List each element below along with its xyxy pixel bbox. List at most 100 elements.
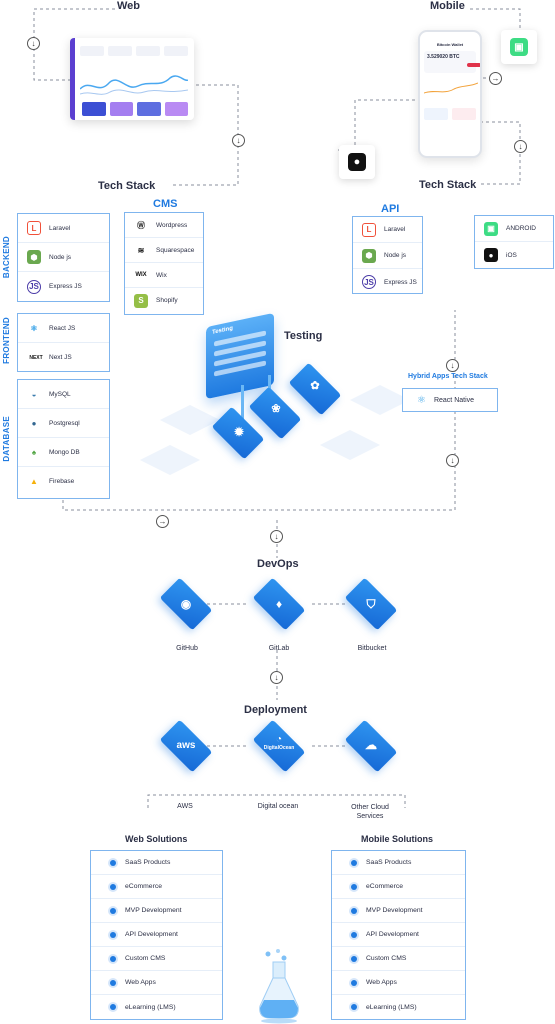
list-item: Web Apps [332,971,465,995]
list-item: ●Postgresql [18,409,109,438]
backend-label: BACKEND [2,236,11,279]
bullet-icon [110,907,116,914]
database-box: ◒MySQL ●Postgresql ♠Mongo DB ▲Firebase [17,379,110,499]
bullet-icon [351,955,357,962]
frontend-box: ⚛React JS NEXT Next JS [17,313,110,372]
mobile-solution-label: eCommerce [366,883,404,890]
arrow-down-icon: ↓ [232,134,245,147]
list-item: ▲ Firebase [18,467,109,496]
mongodb-icon: ♠ [31,447,37,457]
frontend-item-label: Next JS [49,354,72,361]
nextjs-icon: NEXT [29,354,43,361]
backend-item-label: Laravel [49,224,71,232]
list-item: ⚛React JS [18,314,109,343]
arrow-right-icon: → [156,515,169,528]
aws-icon: aws [176,740,196,751]
arrow-down-icon: ↓ [446,359,459,372]
deployment-caption: Other Cloud Services [351,804,389,820]
list-item: ⬢ Node js [18,243,109,272]
web-dashboard-mockup [70,38,194,120]
database-label: DATABASE [2,416,11,462]
list-item: eLearning (LMS) [332,995,465,1019]
database-item-label: Firebase [49,478,75,485]
gitlab-icon: ♦ [275,597,283,611]
deployment-title: Deployment [244,704,307,716]
testing-stem [241,385,244,425]
list-item: NEXT Next JS [18,343,109,372]
testing-screen: Testing [206,312,274,400]
mobile-solution-label: Custom CMS [366,955,407,962]
bullet-icon [351,859,357,866]
digitalocean-logo-text: DigitalOcean [263,745,295,751]
arrow-down-icon: ↓ [270,530,283,543]
web-solution-label: SaaS Products [125,859,171,866]
web-solution-label: API Development [125,931,178,938]
cms-item-label: Wordpress [156,221,188,229]
api-item-label: Laravel [384,226,406,233]
mobile-solution-label: Web Apps [366,979,397,986]
bullet-icon [110,979,116,986]
mobile-os-item-label: iOS [506,251,517,259]
phone-app-title: Bitcoin Wallet [436,42,464,47]
bullet-icon [110,1004,116,1010]
bullet-icon [351,979,357,986]
bullet-icon [351,883,357,890]
list-item: eCommerce [332,875,465,899]
devops-caption: GitHub [176,645,198,652]
arrow-down-icon: ↓ [270,671,283,684]
nodejs-icon: ⬢ [362,248,376,263]
frontend-item-label: React JS [49,324,76,332]
apple-app-tile: ● [339,145,375,179]
bitbucket-icon: ⛉ [366,597,376,611]
api-item-label: Express JS [384,278,417,286]
list-item: Custom CMS [91,947,222,971]
list-item: eCommerce [91,875,222,899]
list-item: ⬢ Node js [353,243,422,269]
mobile-os-item-label: ANDROID [506,225,536,232]
arrow-down-icon: ↓ [446,454,459,467]
backend-item-label: Node js [49,253,72,261]
web-solution-label: MVP Development [125,907,182,914]
list-item: MVP Development [332,899,465,923]
list-item: SaaS Products [332,851,465,875]
postgresql-icon: ● [31,418,37,428]
react-icon: ⚛ [417,394,426,406]
testing-title: Testing [284,330,323,342]
list-item: JS Express JS [18,272,109,301]
web-solution-label: Custom CMS [125,955,166,962]
wordpress-icon: Ⓦ [137,220,145,230]
apple-icon: ● [348,153,366,171]
cms-item-label: Squarespace [156,246,195,254]
api-title: API [381,203,400,215]
hybrid-title: Hybrid Apps Tech Stack [408,373,488,380]
list-item: Web Apps [91,971,222,995]
bullet-icon [110,931,116,938]
bug-icon: ✹ [233,425,245,439]
expressjs-icon: JS [27,279,41,294]
list-item: SaaS Products [91,851,222,875]
list-item: API Development [91,923,222,947]
octopus-icon: ✿ [310,380,320,392]
tech-stack-left-title: Tech Stack [98,180,156,192]
mobile-solution-label: SaaS Products [366,859,412,866]
api-item-label: Node js [384,252,407,259]
mobile-solution-label: MVP Development [366,907,423,914]
list-item: eLearning (LMS) [91,995,222,1019]
hybrid-box: ⚛ React Native [402,388,498,412]
bullet-icon [110,883,116,890]
backend-item-label: Express JS [49,283,82,290]
list-item: API Development [332,923,465,947]
devops-title: DevOps [257,558,299,570]
nodejs-icon: ⬢ [27,250,41,264]
cloud-icon: ☁ [365,738,377,752]
deployment-caption: AWS [177,803,193,810]
firebase-icon: ▲ [30,477,38,486]
hybrid-item-label: React Native [433,396,475,404]
phone-balance: 3.529020 BTC [427,54,460,60]
frontend-label: FRONTEND [2,317,11,364]
